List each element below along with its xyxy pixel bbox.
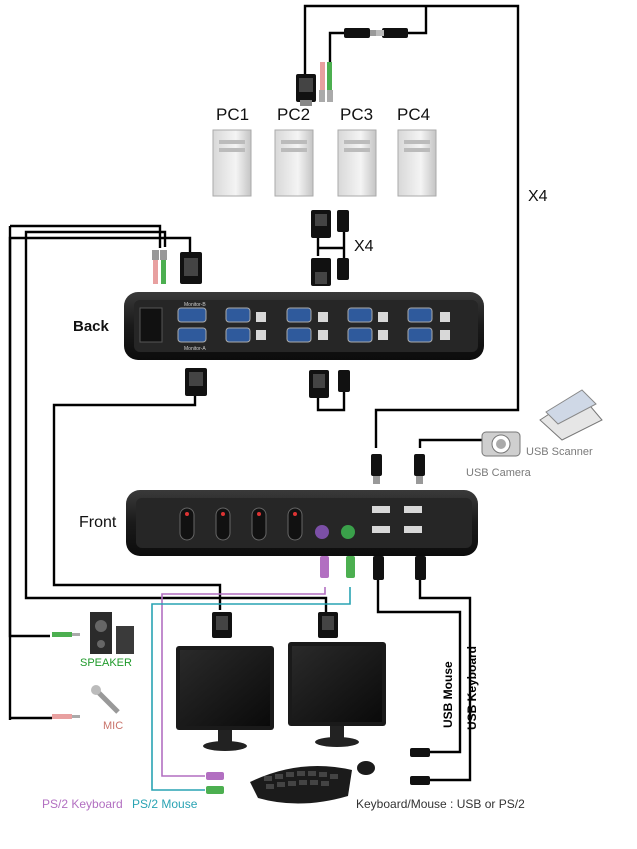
mic-label: MIC <box>103 720 124 732</box>
pc4-label: PC4 <box>397 105 431 124</box>
speaker-label: SPEAKER <box>80 657 132 669</box>
kvm-front-panel <box>126 490 478 556</box>
pc2-label: PC2 <box>277 105 311 124</box>
pc1-label: PC1 <box>216 105 250 124</box>
keyboard-mouse <box>250 761 375 804</box>
usb-mouse-label: USB Mouse <box>441 661 455 728</box>
monitor-a <box>176 612 274 751</box>
usb-scanner-label: USB Scanner <box>526 446 593 458</box>
pc2-tower <box>274 129 314 197</box>
x4-label-right: X4 <box>528 188 548 205</box>
front-panel-label: Front <box>79 514 117 531</box>
pc-vga-connector <box>296 74 316 106</box>
back-monitor-b-label: Monitor-B <box>184 302 206 308</box>
keyboard-mouse-note: Keyboard/Mouse : USB or PS/2 <box>356 797 525 811</box>
pc1-tower <box>212 129 252 197</box>
front-output-plugs <box>320 556 426 580</box>
pc-towers <box>212 129 437 197</box>
back-panel-input-plugs <box>152 250 202 284</box>
usb-camera-device <box>481 431 521 457</box>
x4-label-center: X4 <box>354 238 374 255</box>
back-monitor-a-label: Monitor-A <box>184 346 206 352</box>
pc-usb-plugs <box>344 28 408 38</box>
kvm-back-panel: Monitor-B Monitor-A <box>124 292 484 360</box>
cables <box>8 4 520 782</box>
usb-scanner-device <box>539 389 603 441</box>
front-usb-plugs-top <box>371 454 425 484</box>
mic-device <box>52 685 120 719</box>
pc-audio-plugs <box>319 62 333 102</box>
pc3-tower <box>337 129 377 197</box>
ps2-cables <box>151 587 351 791</box>
bottom-plugs <box>206 748 430 794</box>
pc4-tower <box>397 129 437 197</box>
monitor-b <box>288 612 386 747</box>
back-panel-label: Back <box>73 318 109 335</box>
usb-keyboard-label: USB Keyboard <box>465 645 479 730</box>
kvm-cable-connectors-upper <box>311 210 349 286</box>
speaker-device <box>52 612 134 654</box>
ps2-keyboard-label: PS/2 Keyboard <box>42 797 123 811</box>
usb-camera-label: USB Camera <box>466 467 531 479</box>
pc3-label: PC3 <box>340 105 374 124</box>
ps2-mouse-label: PS/2 Mouse <box>132 797 198 811</box>
kvm-back-output-plugs <box>185 368 350 398</box>
